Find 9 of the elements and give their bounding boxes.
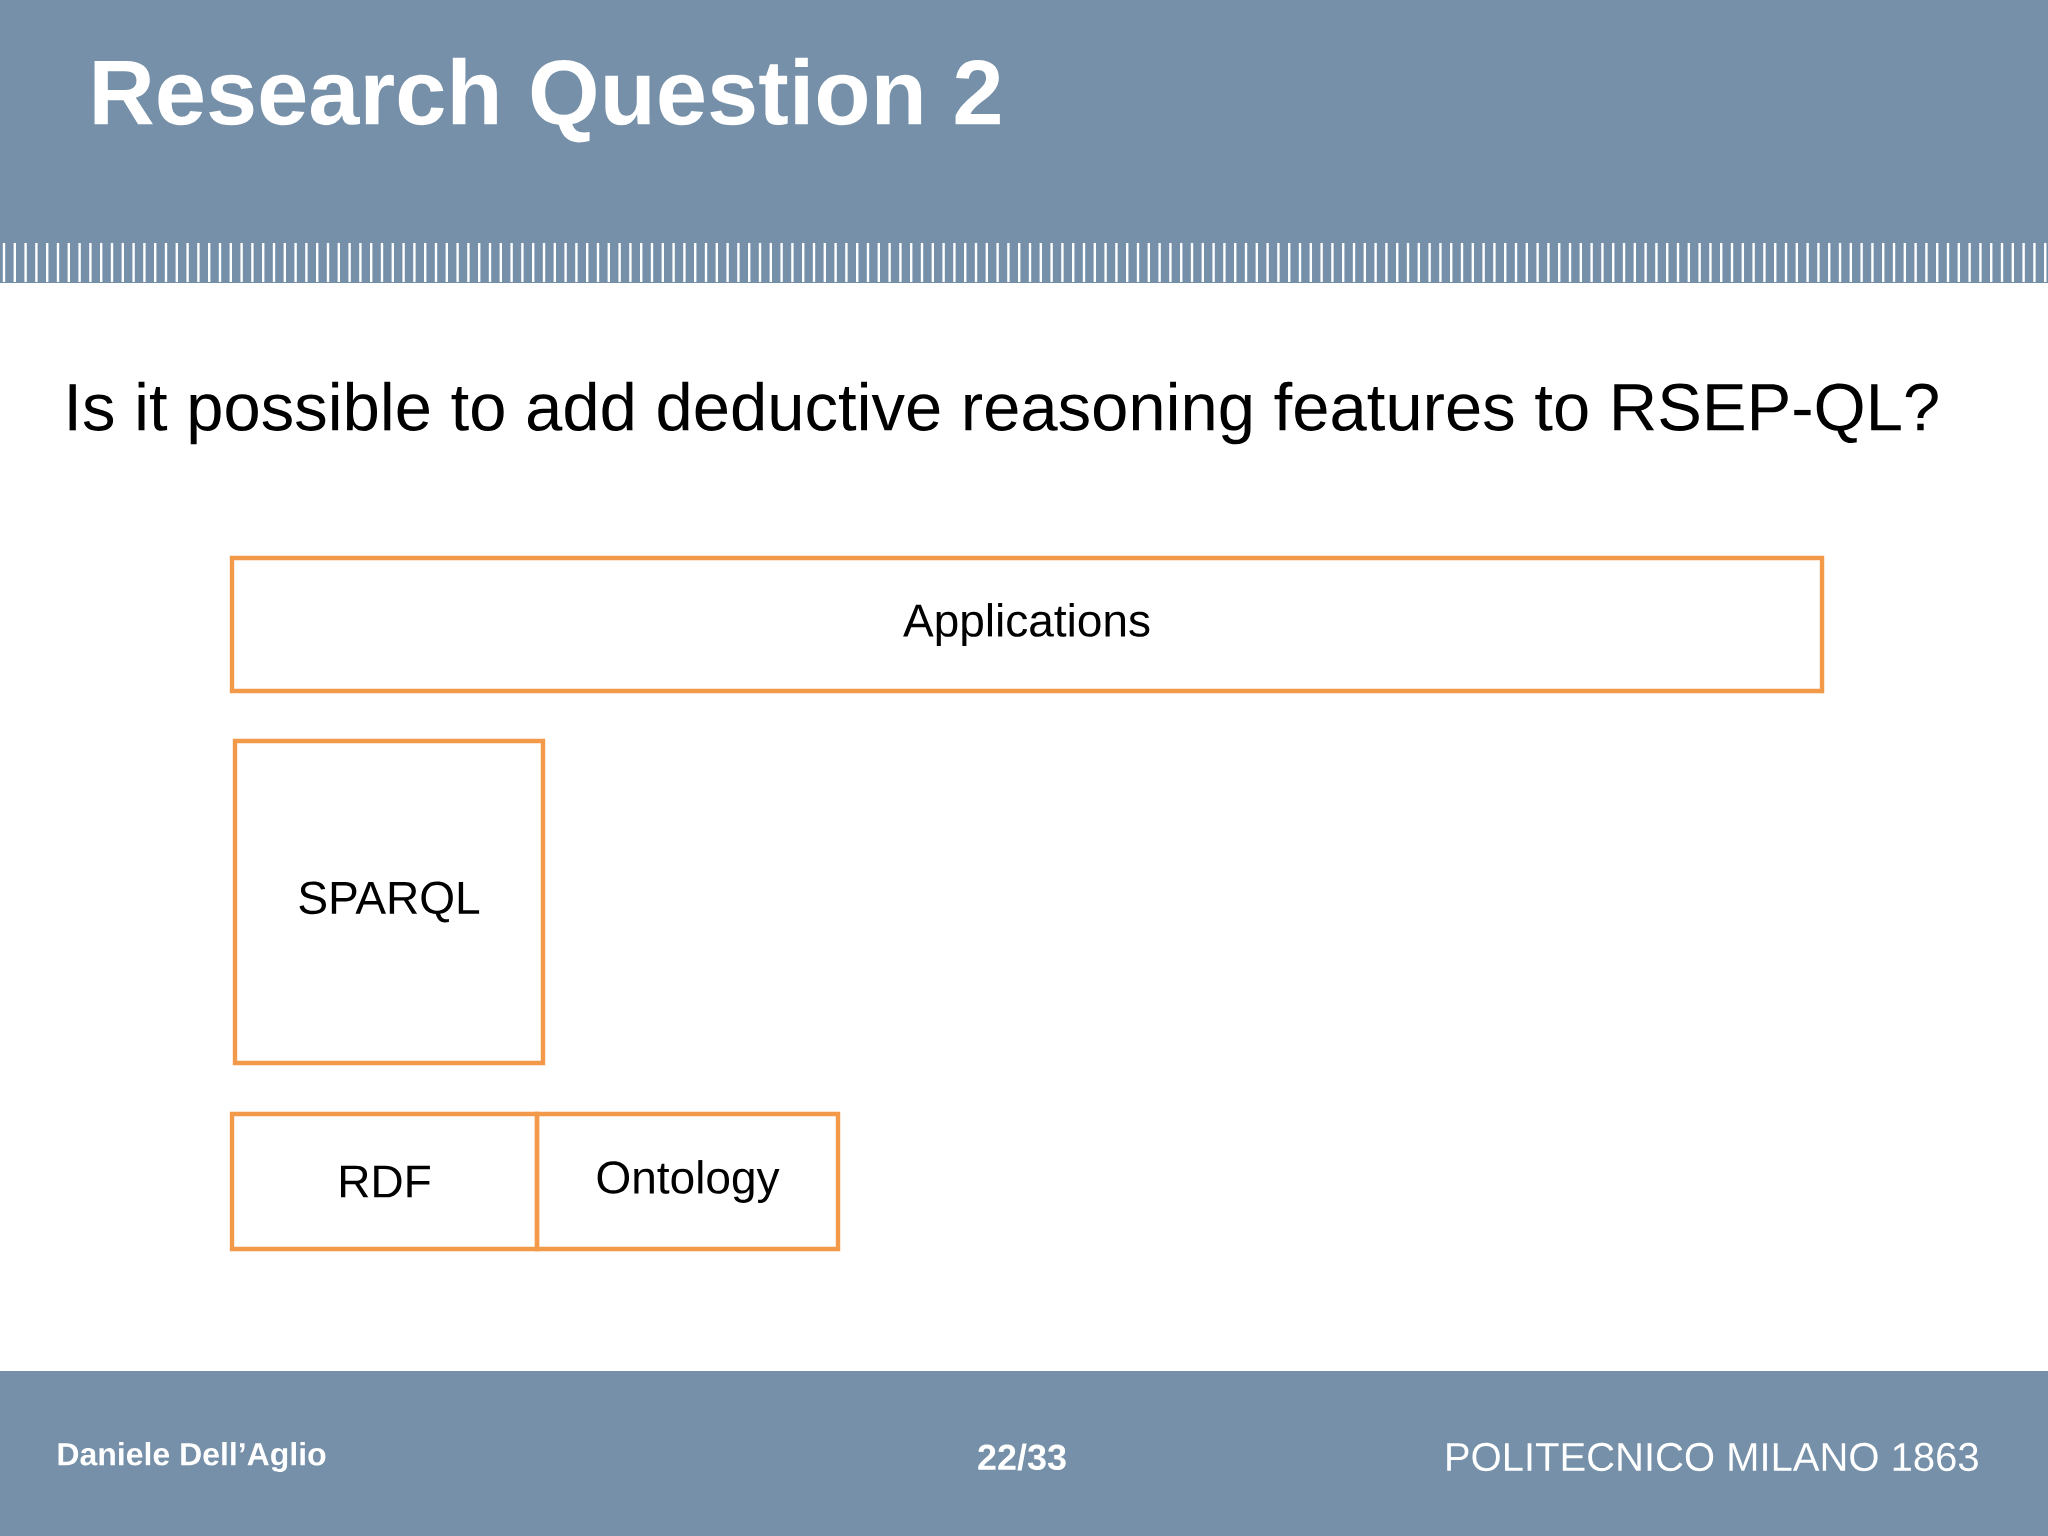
author-name: Daniele Dell’Aglio bbox=[58, 1442, 326, 1472]
layer-box: RDF bbox=[229, 1111, 540, 1252]
page-number: 22/33 bbox=[978, 1443, 1066, 1471]
footer-text: POLITECNICO MILANO 1863 bbox=[1447, 1442, 1978, 1472]
layer-box: Applications bbox=[229, 555, 1825, 694]
layer-box: Ontology bbox=[534, 1111, 841, 1252]
layer-box: SPARQL bbox=[232, 738, 546, 1066]
slide-title: Research Question 2 bbox=[94, 57, 1000, 143]
question-text: Is it possible to add deductive reasoning features to RSEP-QL? bbox=[69, 381, 1938, 445]
